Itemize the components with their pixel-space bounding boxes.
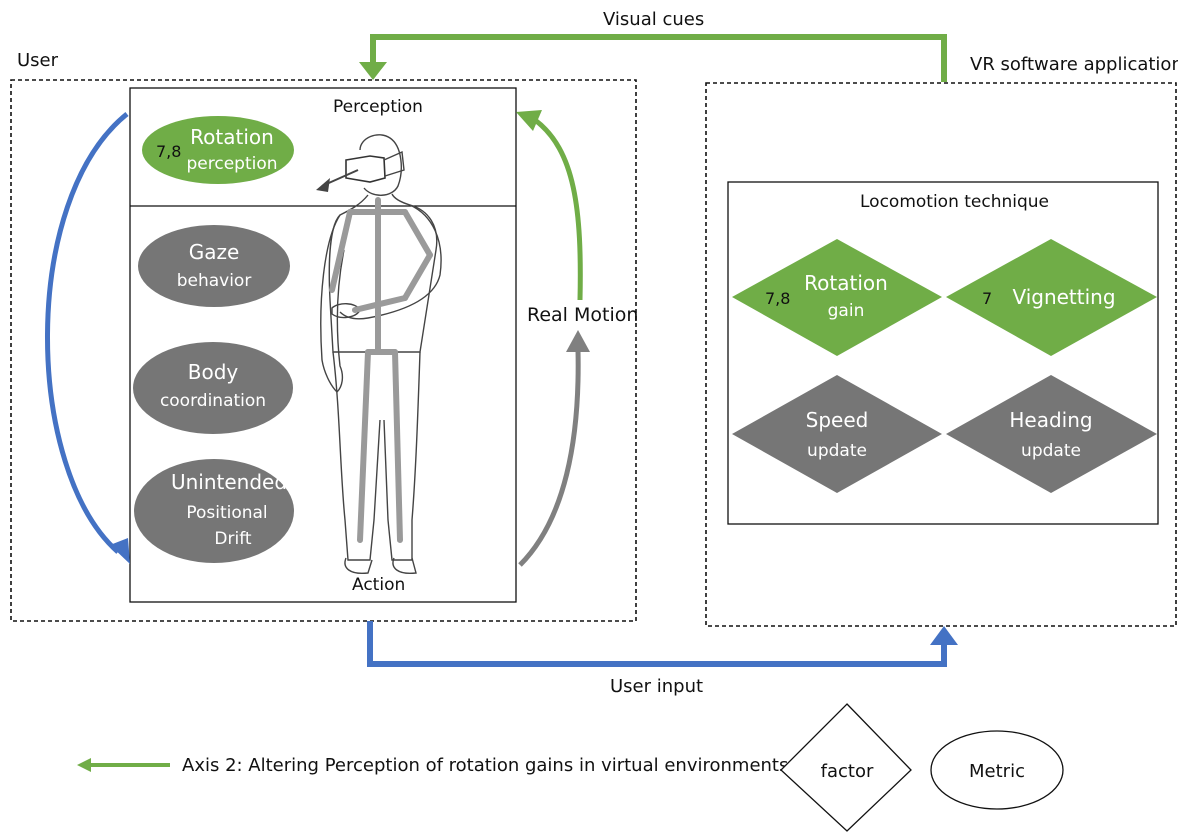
vignetting-number: 7 xyxy=(982,289,992,308)
legend-factor-diamond xyxy=(780,703,912,832)
gaze-behavior-line1: Gaze xyxy=(189,240,240,264)
action-label: Action xyxy=(352,575,405,595)
metric-gaze-behavior: Gaze behavior xyxy=(138,225,290,307)
speed-update-line1: Speed xyxy=(806,408,869,432)
metric-body-coordination: Body coordination xyxy=(133,342,293,434)
factor-vignetting: 7 Vignetting xyxy=(946,239,1157,356)
legend: Axis 2: Altering Perception of rotation … xyxy=(77,703,1064,832)
vr-user-figure xyxy=(316,134,442,575)
body-coordination-line2: coordination xyxy=(160,391,266,411)
vignetting-line1: Vignetting xyxy=(1012,285,1115,309)
heading-update-line1: Heading xyxy=(1009,408,1092,432)
user-input-label: User input xyxy=(610,676,703,697)
legend-metric-ellipse xyxy=(930,730,1064,810)
unintended-drift-line1: Unintended xyxy=(171,470,287,494)
legend-metric-label: Metric xyxy=(969,761,1025,782)
rotation-perception-line2: perception xyxy=(186,154,277,174)
rotation-perception-line1: Rotation xyxy=(190,125,274,149)
real-motion-green-arrowhead xyxy=(516,110,542,131)
rotation-perception-number: 7,8 xyxy=(156,142,181,161)
gaze-behavior-line2: behavior xyxy=(177,271,252,291)
visual-cues-arrowhead xyxy=(359,62,387,80)
rotation-gain-number: 7,8 xyxy=(765,289,790,308)
real-motion-green-arrow xyxy=(533,118,583,301)
locomotion-technique-box xyxy=(727,181,1159,525)
vr-app-box xyxy=(705,82,1177,627)
real-motion-gray-arrowhead xyxy=(566,330,590,352)
factor-rotation-gain: 7,8 Rotation gain xyxy=(732,239,942,356)
legend-factor-label: factor xyxy=(821,761,874,782)
user-label: User xyxy=(17,50,59,71)
user-input-arrow xyxy=(367,621,947,667)
metric-rotation-perception: 7,8 Rotation perception xyxy=(142,116,294,184)
factor-speed-update: Speed update xyxy=(732,375,942,493)
body-coordination-line1: Body xyxy=(188,360,239,384)
metric-unintended-drift: Unintended Positional Drift xyxy=(134,459,294,563)
vr-headset-icon xyxy=(345,155,386,183)
user-box xyxy=(10,79,637,622)
visual-cues-label: Visual cues xyxy=(603,9,704,30)
vr-user-skeleton xyxy=(329,197,433,543)
factor-heading-update: Heading update xyxy=(946,375,1157,493)
unintended-drift-line3: Drift xyxy=(214,529,251,549)
visual-cues-arrow xyxy=(370,34,947,82)
left-feedback-arrow xyxy=(45,112,129,554)
real-motion-gray-arrow xyxy=(518,349,581,567)
vr-app-label: VR software application xyxy=(970,54,1178,75)
legend-axis2-label: Axis 2: Altering Perception of rotation … xyxy=(182,755,788,776)
left-feedback-arrowhead xyxy=(110,538,130,564)
heading-update-line2: update xyxy=(1021,441,1081,461)
rotation-gain-line2: gain xyxy=(828,301,865,321)
locomotion-technique-label: Locomotion technique xyxy=(860,192,1049,212)
unintended-drift-line2: Positional xyxy=(186,503,267,523)
rotation-gain-line1: Rotation xyxy=(804,271,888,295)
speed-update-line2: update xyxy=(807,441,867,461)
user-input-arrowhead xyxy=(930,626,958,645)
perception-label: Perception xyxy=(333,97,423,117)
real-motion-label: Real Motion xyxy=(527,304,638,326)
